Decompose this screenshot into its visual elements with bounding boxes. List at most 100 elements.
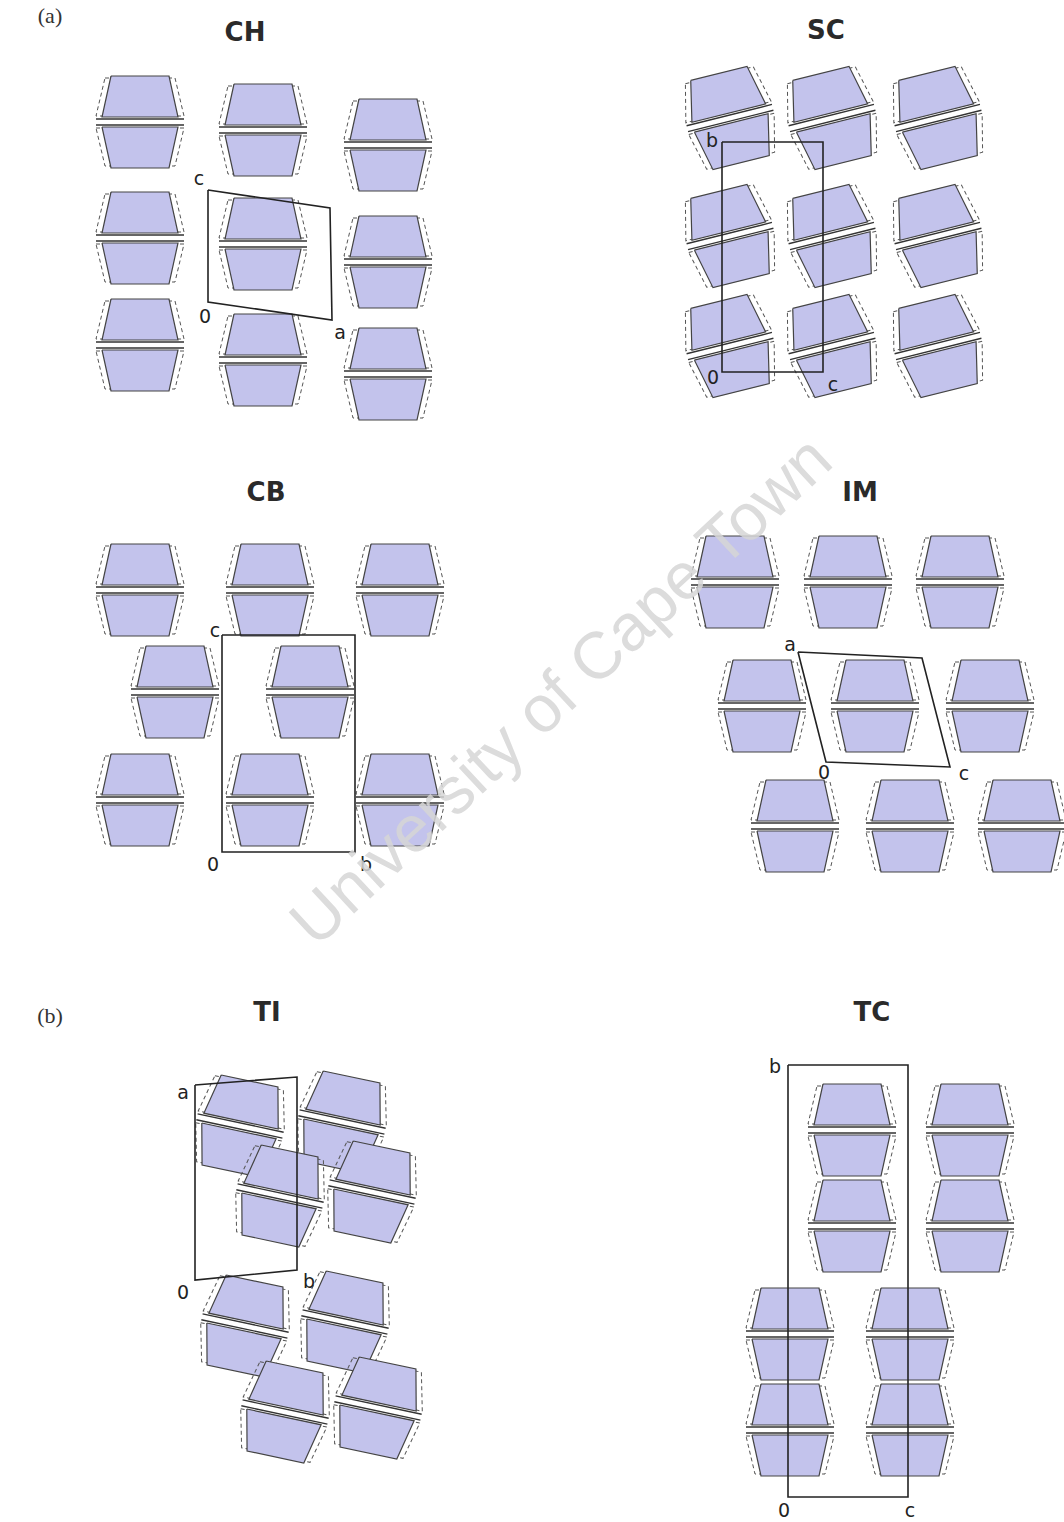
molecule bbox=[778, 291, 886, 402]
ring-plane bbox=[96, 119, 184, 125]
back-face bbox=[330, 1140, 424, 1195]
ring-plane bbox=[831, 703, 919, 709]
front-face bbox=[102, 299, 178, 340]
ring-plane bbox=[219, 357, 307, 363]
front-face bbox=[902, 342, 986, 400]
molecule bbox=[884, 291, 992, 402]
panel-title: CH bbox=[225, 19, 266, 45]
molecule bbox=[676, 291, 784, 402]
ring-plane bbox=[751, 823, 839, 829]
ring-plane bbox=[96, 797, 184, 803]
front-face bbox=[238, 1409, 321, 1465]
front-face bbox=[872, 831, 948, 872]
front-face bbox=[890, 292, 974, 350]
front-face bbox=[784, 64, 868, 122]
front-face bbox=[890, 64, 974, 122]
ring-plane bbox=[687, 222, 774, 249]
panel-title: SC bbox=[807, 17, 845, 43]
unit-cell bbox=[195, 1077, 297, 1280]
front-face bbox=[232, 805, 308, 846]
molecule bbox=[131, 646, 219, 738]
front-face bbox=[232, 595, 308, 636]
molecule bbox=[226, 754, 314, 846]
front-face bbox=[724, 711, 800, 752]
ring-plane bbox=[298, 1110, 385, 1134]
front-face bbox=[102, 805, 178, 846]
origin-label: 0 bbox=[199, 307, 211, 326]
front-face bbox=[272, 646, 348, 687]
front-face bbox=[209, 1273, 292, 1329]
molecule bbox=[866, 1288, 954, 1380]
molecule bbox=[746, 1384, 834, 1476]
molecule bbox=[96, 192, 184, 284]
front-face bbox=[694, 342, 778, 400]
panel-title: TC bbox=[854, 999, 891, 1025]
ring-plane bbox=[219, 241, 307, 247]
front-face bbox=[350, 216, 426, 257]
origin-label: 0 bbox=[207, 855, 219, 874]
front-face bbox=[272, 697, 348, 738]
back-face bbox=[228, 1193, 322, 1248]
front-face bbox=[837, 711, 913, 752]
front-face bbox=[102, 544, 178, 585]
front-face bbox=[872, 780, 948, 821]
front-face bbox=[752, 1288, 828, 1329]
front-face bbox=[331, 1405, 414, 1461]
axis-label: c bbox=[210, 621, 220, 640]
molecule bbox=[808, 1084, 896, 1176]
molecule bbox=[676, 63, 784, 174]
front-face bbox=[232, 754, 308, 795]
ring-plane bbox=[226, 587, 314, 593]
panel-title: TI bbox=[253, 999, 280, 1025]
back-face bbox=[303, 1270, 397, 1325]
front-face bbox=[225, 198, 301, 239]
front-face bbox=[932, 1180, 1008, 1221]
ring-plane bbox=[301, 1310, 388, 1334]
molecule bbox=[219, 314, 307, 406]
molecule bbox=[746, 1288, 834, 1380]
front-face bbox=[102, 76, 178, 117]
front-face bbox=[309, 1269, 392, 1325]
ring-plane bbox=[789, 222, 876, 249]
front-face bbox=[137, 646, 213, 687]
front-face bbox=[225, 365, 301, 406]
front-face bbox=[350, 379, 426, 420]
back-face bbox=[300, 1070, 394, 1125]
panel-title: IM bbox=[842, 479, 878, 505]
front-face bbox=[724, 660, 800, 701]
front-face bbox=[102, 350, 178, 391]
molecule bbox=[778, 181, 886, 292]
ring-plane bbox=[328, 1180, 415, 1204]
molecule bbox=[831, 660, 919, 752]
ring-plane bbox=[344, 259, 432, 265]
front-face bbox=[872, 1339, 948, 1380]
front-face bbox=[102, 595, 178, 636]
front-face bbox=[984, 831, 1060, 872]
front-face bbox=[872, 1384, 948, 1425]
origin-label: 0 bbox=[778, 1501, 790, 1520]
ring-plane bbox=[718, 703, 806, 709]
back-face bbox=[326, 1405, 420, 1460]
ring-plane bbox=[789, 104, 876, 131]
axis-label: c bbox=[828, 375, 838, 394]
front-face bbox=[922, 536, 998, 577]
front-face bbox=[814, 1180, 890, 1221]
molecule bbox=[226, 544, 314, 636]
molecule bbox=[227, 1142, 332, 1250]
ring-plane bbox=[687, 332, 774, 359]
front-face bbox=[837, 660, 913, 701]
front-face bbox=[752, 1384, 828, 1425]
ring-plane bbox=[789, 332, 876, 359]
front-face bbox=[872, 1435, 948, 1476]
ring-plane bbox=[946, 703, 1034, 709]
axis-label: b bbox=[706, 131, 718, 150]
front-face bbox=[225, 135, 301, 176]
ring-plane bbox=[96, 235, 184, 241]
front-face bbox=[342, 1355, 425, 1411]
molecule bbox=[676, 181, 784, 292]
molecule bbox=[916, 536, 1004, 628]
molecule bbox=[96, 76, 184, 168]
axis-label: a bbox=[177, 1083, 189, 1102]
front-face bbox=[814, 1135, 890, 1176]
